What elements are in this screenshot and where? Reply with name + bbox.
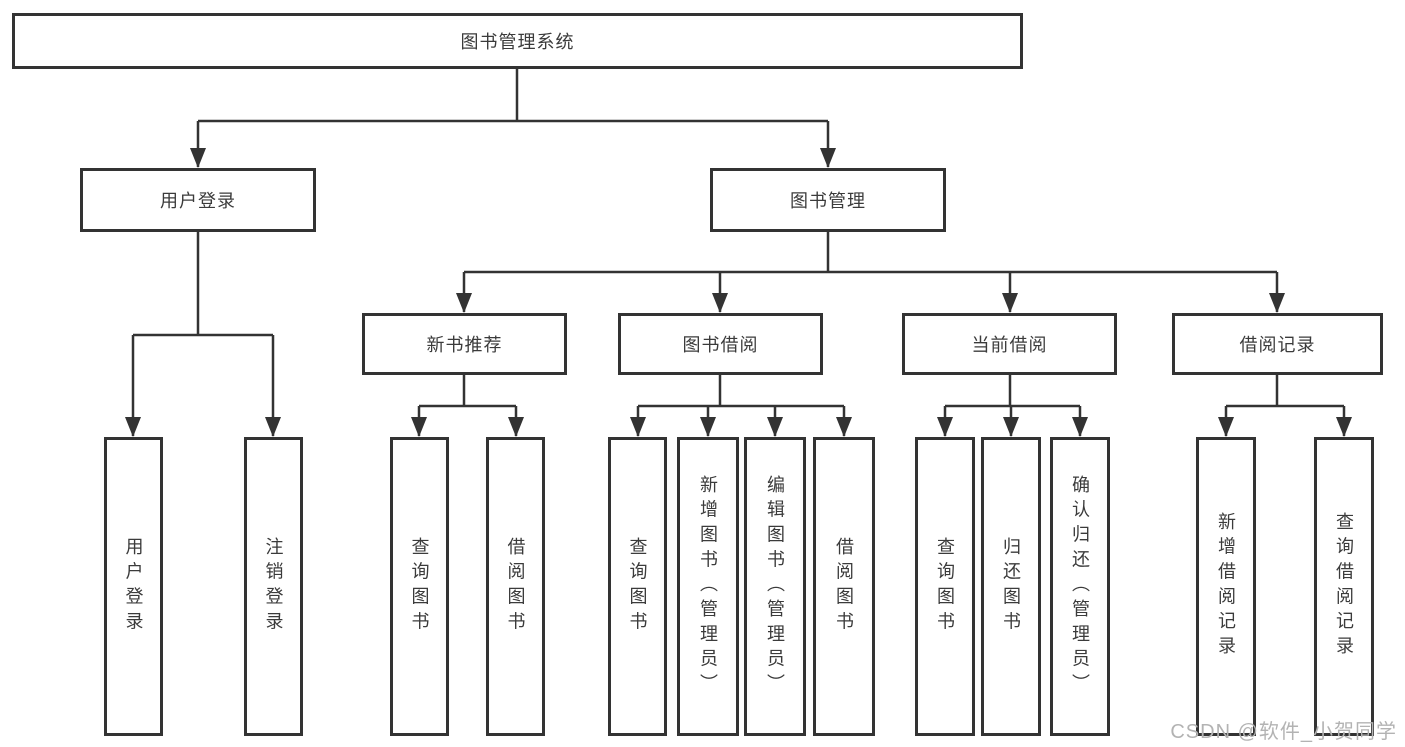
leaf-query-books-current: 查询图书	[915, 437, 975, 736]
node-label: 当前借阅	[971, 335, 1048, 355]
leaf-label: 用户登录	[123, 536, 144, 637]
leaf-label: 查询借阅记录	[1334, 511, 1354, 662]
node-library-management-system: 图书管理系统	[12, 13, 1023, 69]
leaf-logout: 注销登录	[244, 437, 303, 736]
leaf-return-books: 归还图书	[981, 437, 1041, 736]
watermark: CSDN @软件_小贺同学	[1170, 721, 1397, 743]
leaf-label: 查询图书	[935, 536, 955, 637]
leaf-label: 新增图书（管理员）	[698, 474, 718, 699]
node-borrow-records: 借阅记录	[1172, 313, 1383, 375]
node-book-management: 图书管理	[710, 168, 946, 232]
leaf-label: 借阅图书	[834, 536, 854, 637]
leaf-label: 确认归还（管理员）	[1070, 474, 1090, 699]
node-label: 借阅记录	[1239, 335, 1316, 355]
node-current-borrow: 当前借阅	[902, 313, 1117, 375]
leaf-label: 借阅图书	[505, 536, 526, 637]
leaf-label: 归还图书	[1001, 536, 1021, 637]
leaf-query-books-borrow: 查询图书	[608, 437, 667, 736]
leaf-add-books-admin: 新增图书（管理员）	[677, 437, 739, 736]
leaf-label: 注销登录	[263, 536, 284, 637]
leaf-label: 编辑图书（管理员）	[765, 474, 785, 699]
leaf-borrow-books-recommend: 借阅图书	[486, 437, 545, 736]
node-label: 新书推荐	[426, 335, 503, 355]
leaf-add-borrow-record: 新增借阅记录	[1196, 437, 1256, 736]
node-book-borrow: 图书借阅	[618, 313, 823, 375]
node-label: 图书管理系统	[460, 32, 575, 52]
leaf-label: 新增借阅记录	[1216, 511, 1236, 662]
leaf-query-borrow-record: 查询借阅记录	[1314, 437, 1374, 736]
leaf-borrow-books: 借阅图书	[813, 437, 875, 736]
node-user-login: 用户登录	[80, 168, 316, 232]
leaf-label: 查询图书	[409, 536, 430, 637]
node-new-book-recommend: 新书推荐	[362, 313, 567, 375]
node-label: 图书借阅	[682, 335, 759, 355]
leaf-edit-books-admin: 编辑图书（管理员）	[744, 437, 806, 736]
node-label: 用户登录	[160, 191, 236, 211]
node-label: 图书管理	[790, 191, 866, 211]
leaf-label: 查询图书	[627, 536, 648, 637]
leaf-user-login: 用户登录	[104, 437, 163, 736]
leaf-confirm-return-admin: 确认归还（管理员）	[1050, 437, 1110, 736]
leaf-query-books-recommend: 查询图书	[390, 437, 449, 736]
